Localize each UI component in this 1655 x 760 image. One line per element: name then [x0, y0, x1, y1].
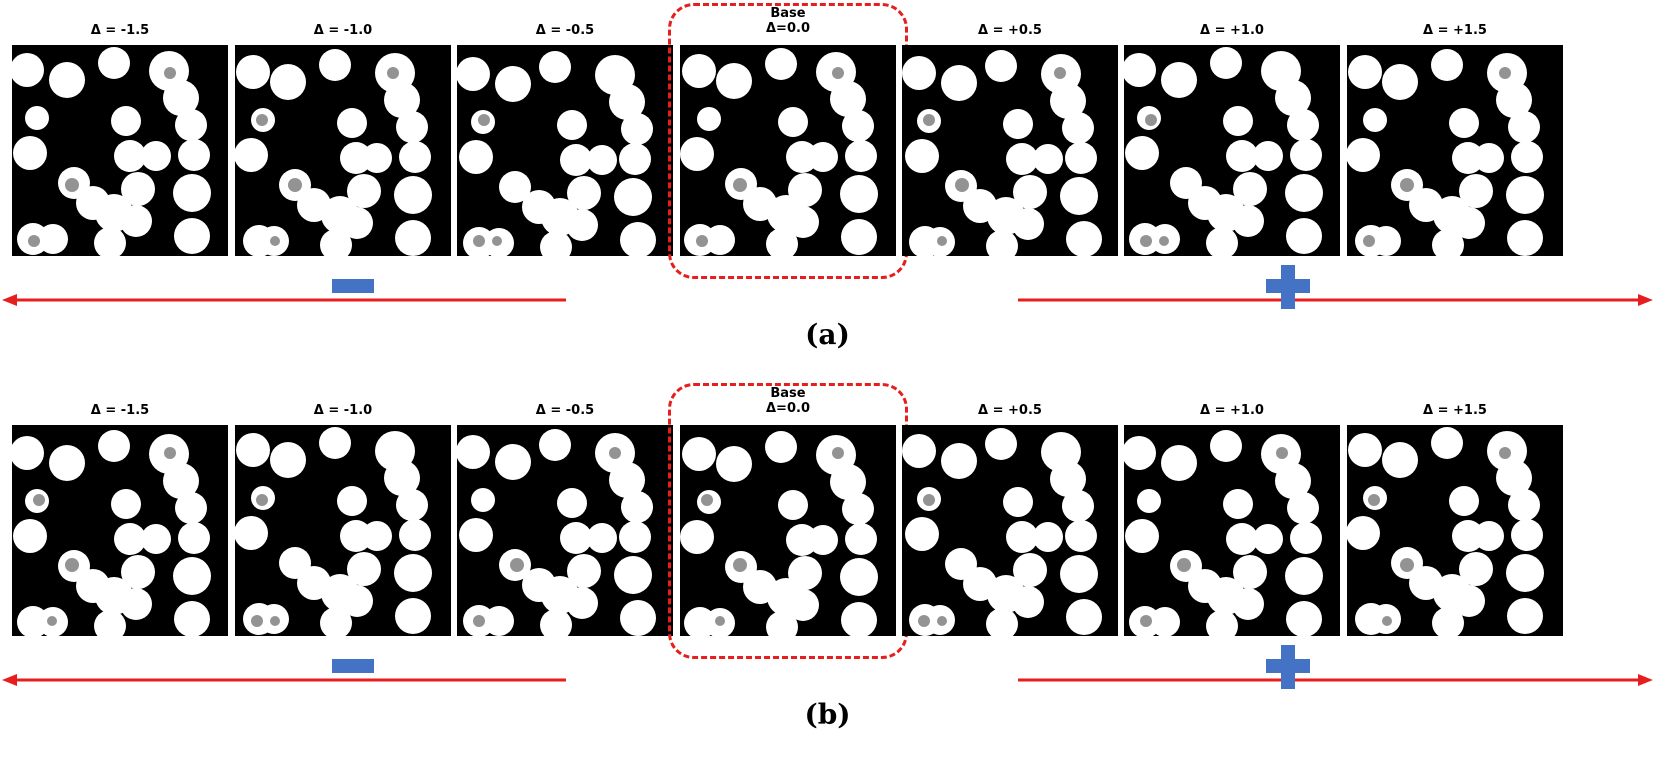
mask-image — [235, 425, 451, 636]
panel-label: Δ = -1.0 — [313, 23, 373, 38]
mask-image — [1124, 425, 1340, 636]
mask-image — [680, 425, 896, 636]
plus-icon — [1266, 645, 1310, 689]
mask-image — [1347, 425, 1563, 636]
panel-label: Δ=0.0 — [766, 21, 810, 36]
mask-image — [235, 45, 451, 256]
panel-label-top: Base — [770, 6, 806, 21]
left-arrow — [2, 294, 566, 306]
right-arrow — [1018, 294, 1653, 306]
mask-image — [1347, 45, 1563, 256]
panel-label: Δ = -1.0 — [313, 403, 373, 418]
mask-image — [12, 45, 228, 256]
mask-image — [12, 425, 228, 636]
panel-label: Δ = -0.5 — [535, 403, 595, 418]
right-arrow — [1018, 674, 1653, 686]
panel-label: Δ = -1.5 — [90, 23, 150, 38]
panel-label: Δ=0.0 — [766, 401, 810, 416]
mask-image — [457, 45, 673, 256]
mask-image — [1124, 45, 1340, 256]
panel-label: Δ = +0.5 — [978, 403, 1042, 418]
mask-image — [902, 425, 1118, 636]
panel-label: Δ = +0.5 — [978, 23, 1042, 38]
panel-label: Δ = -1.5 — [90, 403, 150, 418]
minus-icon — [332, 659, 374, 673]
minus-icon — [332, 279, 374, 293]
panel-label: Δ = +1.0 — [1200, 23, 1264, 38]
panel-label: Δ = -0.5 — [535, 23, 595, 38]
left-arrow — [2, 674, 566, 686]
row-b: Δ = -1.5 Δ = -1.0 Δ = -0.5 Base Δ=0.0 Δ … — [0, 380, 1655, 760]
mask-image — [902, 45, 1118, 256]
row-a: Δ = -1.5 Δ = -1.0 Δ = -0.5 Base Δ=0.0 Δ … — [2, 3, 1653, 351]
mask-image — [680, 45, 896, 256]
row-caption: (a) — [805, 318, 850, 351]
panel-label: Δ = +1.5 — [1423, 23, 1487, 38]
panel-label-top: Base — [770, 386, 806, 401]
panel-label: Δ = +1.0 — [1200, 403, 1264, 418]
mask-image — [457, 425, 673, 636]
panel-label: Δ = +1.5 — [1423, 403, 1487, 418]
row-caption: (b) — [804, 698, 851, 731]
plus-icon — [1266, 265, 1310, 309]
